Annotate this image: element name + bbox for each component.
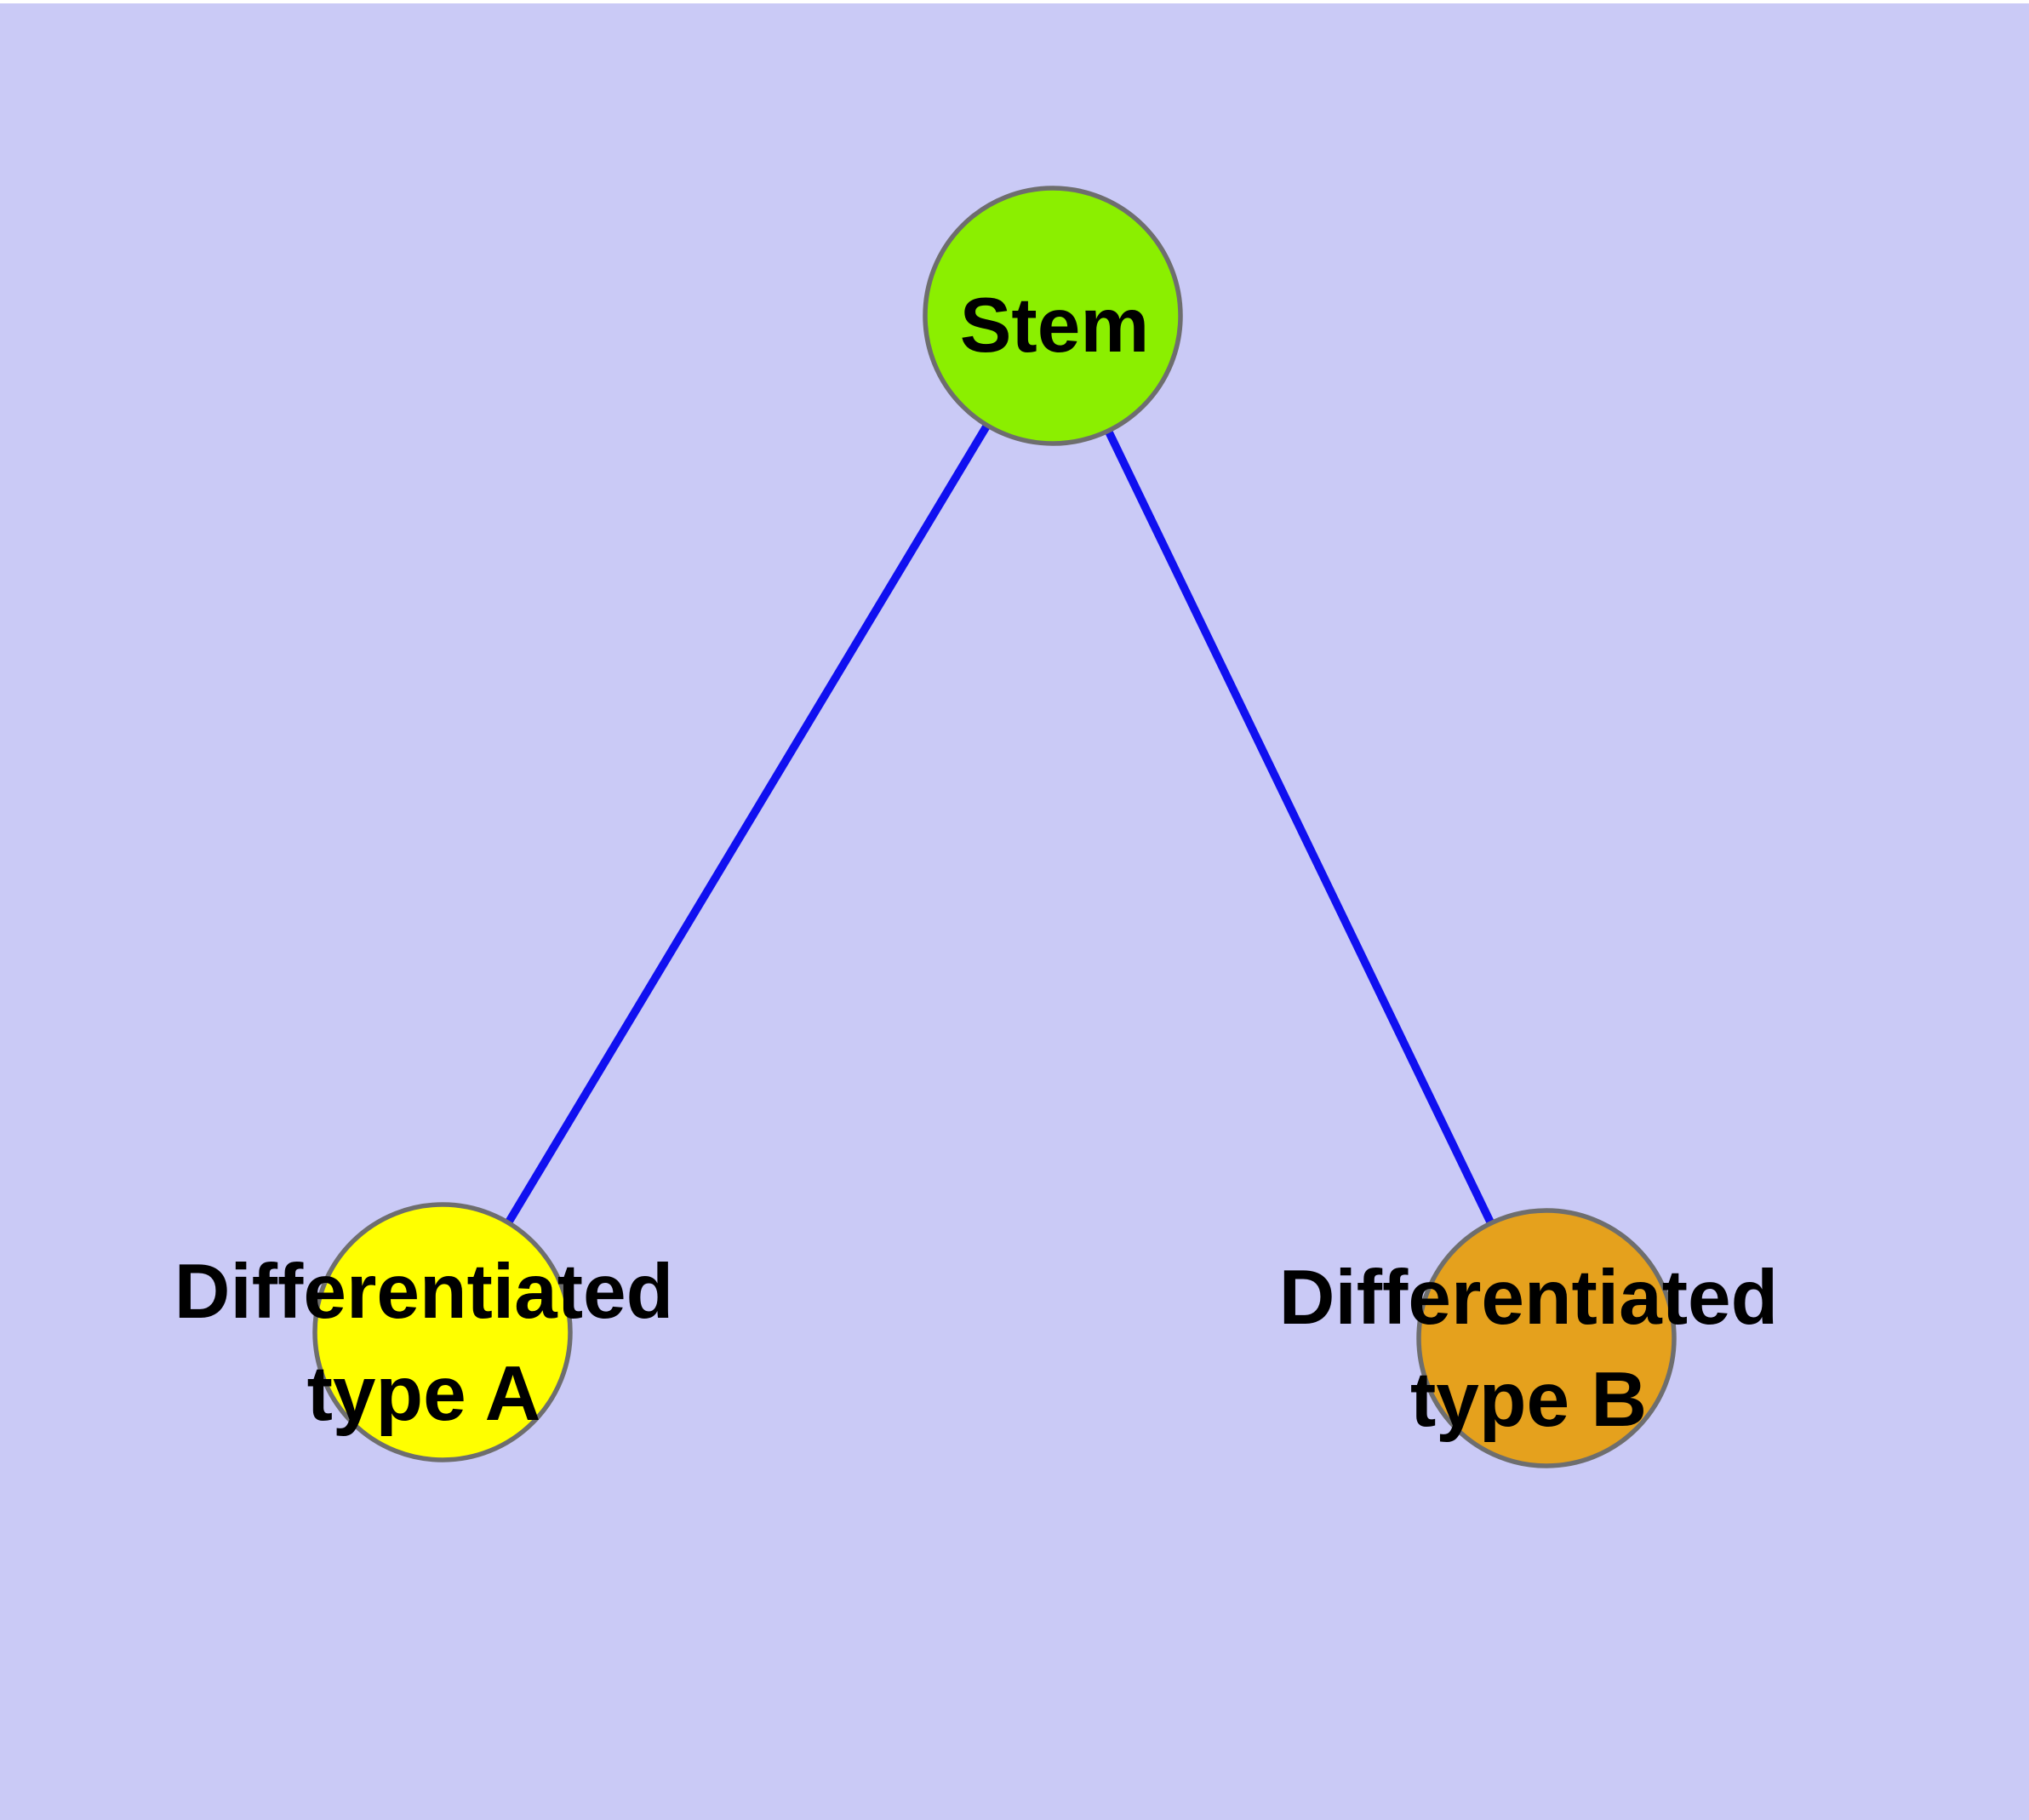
- graph-node-differentiated-type-a: [312, 1202, 573, 1462]
- graph-node-differentiated-type-b: [1416, 1208, 1677, 1468]
- node-label-line: type A: [307, 1351, 541, 1437]
- graph-node-stem: [923, 186, 1183, 446]
- nodes-layer: [312, 186, 1677, 1468]
- node-label-differentiated-type-b: Differentiated type B: [1279, 1255, 1779, 1443]
- node-label-line: Differentiated: [174, 1249, 674, 1335]
- node-label-stem: Stem: [960, 283, 1150, 369]
- node-label-line: Differentiated: [1279, 1255, 1779, 1341]
- node-label-differentiated-type-a: Differentiated type A: [174, 1249, 674, 1437]
- graph-edge-stem-differentiated-type-a: [438, 313, 1057, 1335]
- edges-layer: [438, 313, 1551, 1341]
- top-margin: [0, 0, 2029, 3]
- node-label-line: type B: [1410, 1357, 1647, 1443]
- graph-edge-stem-differentiated-type-b: [1049, 313, 1551, 1341]
- node-label-line: Stem: [960, 283, 1150, 369]
